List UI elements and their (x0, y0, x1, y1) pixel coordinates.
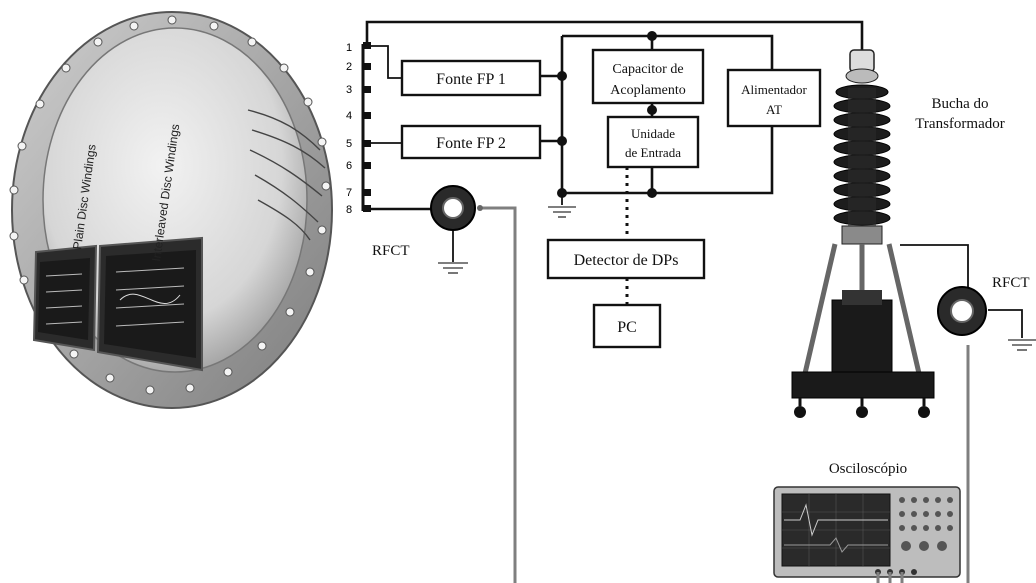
capacitor-label-line1: Capacitor de (612, 62, 683, 77)
block-fonte-fp2: Fonte FP 2 (400, 124, 542, 160)
winding-tray-interleaved (96, 236, 203, 372)
winding-apparatus-photo: Plain Disc Windings Interleaved Disc Win… (9, 11, 333, 409)
cable-rfct-left (480, 206, 517, 583)
ground-symbol-rfct-left (438, 262, 468, 274)
alimentador-label-line1: Alimentador (741, 82, 807, 97)
terminal-label-1: 1 (346, 42, 352, 54)
winding-tray-plain (32, 244, 98, 352)
block-unidade-entrada: Unidade de Entrada (606, 115, 700, 169)
terminal-label-3: 3 (346, 84, 352, 96)
rfct-left-label: RFCT (372, 243, 410, 259)
ground-symbol-bus (548, 206, 576, 218)
block-alimentador-at: Alimentador AT (726, 68, 822, 128)
terminal-label-7: 7 (346, 187, 352, 199)
block-capacitor-acoplamento: Capacitor de Acoplamento (591, 48, 705, 105)
junction-dots (557, 31, 657, 198)
unidade-label-line1: Unidade (631, 126, 675, 141)
wire-bottom-bus (562, 126, 774, 195)
bucha-label-line2: Transformador (915, 116, 1004, 132)
circuit-wires (365, 20, 1023, 583)
block-pc: PC (592, 303, 662, 349)
terminal-label-5: 5 (346, 138, 352, 150)
capacitor-label-line2: Acoplamento (610, 83, 685, 98)
unidade-label-line2: de Entrada (625, 145, 681, 160)
rfct-right-label: RFCT (992, 275, 1030, 291)
rfct-sensor-right (937, 286, 987, 336)
wire-rfct-right-ground (988, 309, 1023, 338)
rfct-sensor-left (430, 185, 483, 231)
block-fonte-fp1: Fonte FP 1 (400, 59, 542, 97)
flange-bolts (9, 15, 331, 395)
terminal-label-6: 6 (346, 160, 352, 172)
terminal-label-8: 8 (346, 204, 352, 216)
detector-label: Detector de DPs (574, 252, 679, 269)
transformer-bushing (791, 49, 935, 418)
terminal-label-4: 4 (346, 110, 352, 122)
ground-symbol-rfct-right (1008, 339, 1036, 351)
wire-bushing-to-rfct (900, 244, 969, 292)
oscilloscope-knobs (899, 497, 953, 551)
wire-terminal1-to-fp1 (371, 45, 402, 79)
bushing-stand-base (791, 371, 935, 399)
terminal-strip: 1 2 3 4 5 6 7 8 (346, 42, 371, 216)
oscilloscope (773, 486, 961, 583)
block-detector-dps: Detector de DPs (546, 238, 706, 280)
fonte-fp2-label: Fonte FP 2 (436, 135, 506, 152)
wire-top-bus (562, 34, 774, 70)
pc-label: PC (617, 319, 637, 336)
fonte-fp1-label: Fonte FP 1 (436, 71, 506, 88)
wire-leads (247, 109, 326, 241)
terminal-label-2: 2 (346, 61, 352, 73)
alimentador-label-line2: AT (766, 102, 782, 117)
wire-terminal1-to-bushing (365, 20, 864, 55)
osciloscopio-label: Osciloscópio (829, 461, 907, 477)
bucha-label-line1: Bucha do (931, 96, 988, 112)
